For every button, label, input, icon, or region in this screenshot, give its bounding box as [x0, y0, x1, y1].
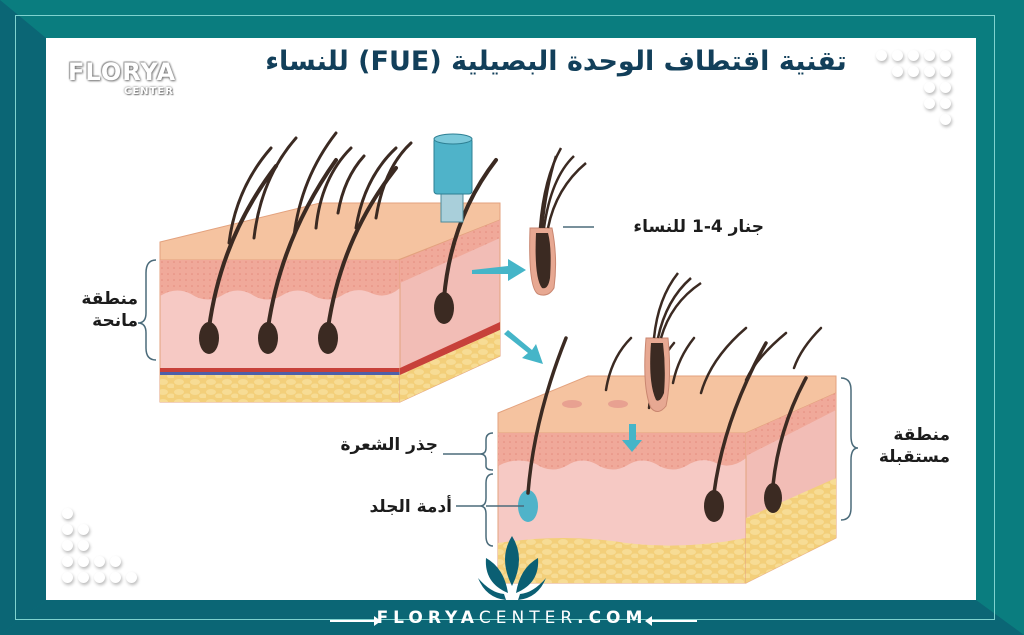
footer-brand-suffix: .COM	[577, 608, 648, 628]
label-recipient-line1: منطقة	[893, 425, 950, 445]
brace-lines	[137, 226, 859, 547]
label-graft-women: جنار 4-1 للنساء	[633, 217, 764, 237]
footer-band: FLORYACENTER.COM	[0, 600, 1024, 635]
logo-subtext: CENTER	[124, 86, 174, 97]
recipient-skin-block	[497, 272, 837, 584]
label-recipient-area: منطقة مستقبلة	[860, 424, 950, 468]
frame-left-shade	[0, 0, 46, 635]
donor-skin-block	[159, 131, 501, 403]
lotus-logo-icon	[478, 536, 546, 600]
label-hair-root: جذر الشعرة	[340, 435, 439, 455]
graft-icon	[529, 147, 587, 296]
footer-arrowhead-left-icon	[645, 616, 652, 626]
frame-inset-line	[15, 15, 995, 620]
footer-website[interactable]: FLORYACENTER.COM	[0, 608, 1024, 628]
punch-tool-icon	[433, 133, 473, 223]
footer-arrowhead-right-icon	[374, 616, 381, 626]
page-title: تقنية اقتطاف الوحدة البصيلية (FUE) للنسا…	[265, 46, 847, 77]
label-dermis: أدمة الجلد	[369, 497, 452, 517]
logo-text: FLORYA	[68, 58, 177, 86]
content-panel: تقنية اقتطاف الوحدة البصيلية (FUE) للنسا…	[46, 38, 976, 600]
label-recipient-line2: مستقبلة	[878, 447, 950, 467]
frame-bottom-shade	[0, 600, 1024, 635]
footer-arrow-right-icon	[330, 620, 375, 622]
arrow-icon	[472, 259, 543, 364]
label-donor-line1: منطقة	[81, 289, 138, 309]
hair-transplant-illustration	[137, 131, 859, 600]
footer-brand-light: CENTER	[478, 608, 578, 628]
label-donor-area: منطقة مانحة	[68, 288, 138, 332]
label-donor-line2: مانحة	[92, 311, 138, 331]
footer-arrow-left-icon	[652, 620, 697, 622]
footer-brand-bold: FLORYA	[376, 608, 479, 628]
